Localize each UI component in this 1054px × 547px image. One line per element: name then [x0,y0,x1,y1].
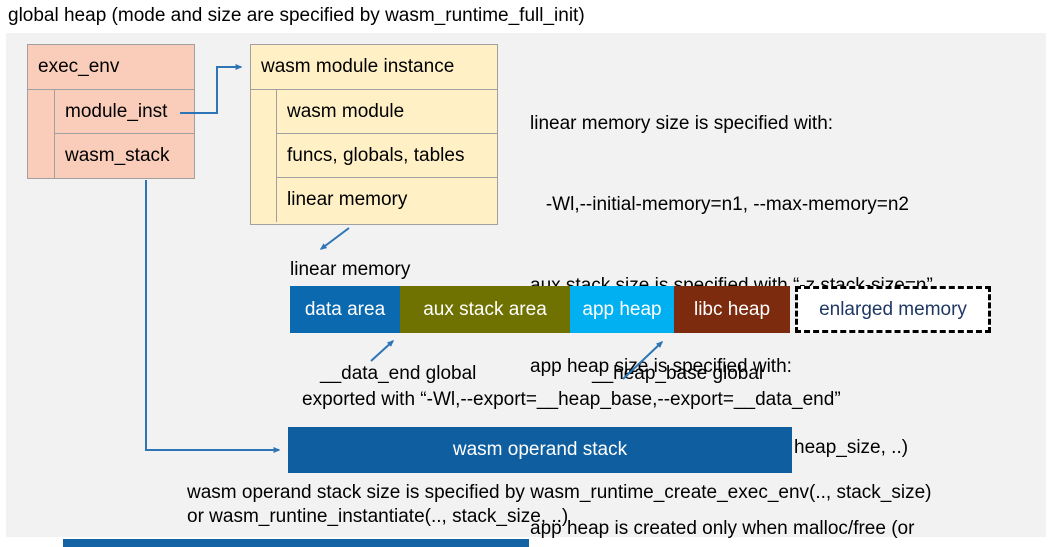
segment-enlarged-memory: enlarged memory [795,286,991,333]
module-instance-title: wasm module instance [251,45,497,90]
exec-env-row-wasm-stack: wasm_stack [54,134,194,178]
note-line: linear memory size is specified with: [530,113,834,134]
heap-base-global-label: __heap_base global [592,363,764,384]
segment-libc-heap: libc heap [674,286,790,333]
exec-env-row-module-inst: module_inst [54,90,194,134]
linear-memory-label: linear memory [290,259,411,280]
wasm-operand-stack-bar: wasm operand stack [288,427,792,473]
note-line: -Wl,--initial-memory=n1, --max-memory=n2 [530,194,909,215]
exec-env-box: exec_env module_inst wasm_stack [27,44,195,179]
note-line: app heap is created only when malloc/fre… [530,518,915,539]
data-end-global-label: __data_end global [320,363,477,384]
segment-app-heap: app heap [570,286,674,333]
footer-line-2: or wasm_runtine_instantiate(.., stack_si… [187,506,569,527]
bottom-partial-bar [63,539,529,547]
segment-aux-stack-area: aux stack area [400,286,570,333]
module-instance-box: wasm module instance wasm module funcs, … [250,44,498,225]
instance-row-linear-memory: linear memory [276,178,497,222]
exported-with-label: exported with “-Wl,--export=__heap_base,… [302,389,841,410]
exec-env-title: exec_env [28,45,194,90]
diagram-title: global heap (mode and size are specified… [8,5,585,26]
footer-line-1: wasm operand stack size is specified by … [187,482,932,503]
instance-row-wasm-module: wasm module [276,90,497,134]
segment-data-area: data area [290,286,400,333]
instance-row-funcs-globals-tables: funcs, globals, tables [276,134,497,178]
